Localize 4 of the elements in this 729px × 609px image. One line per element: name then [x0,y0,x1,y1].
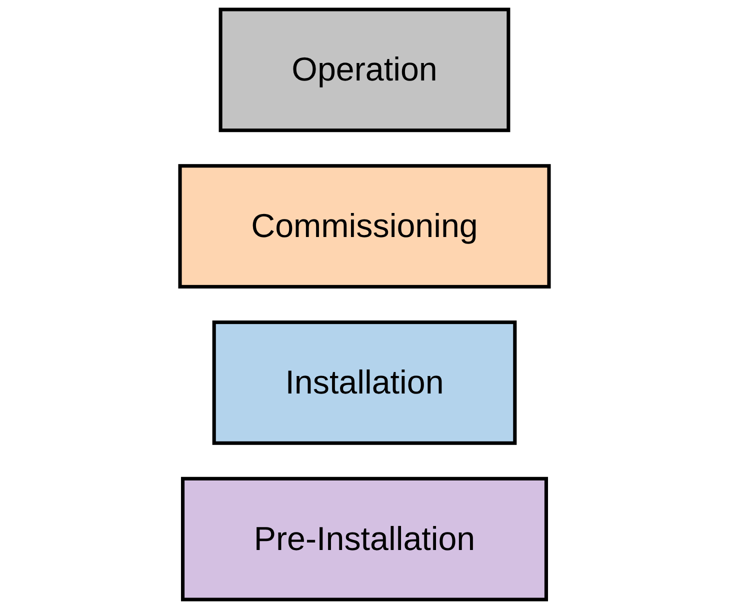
stage-box: Pre-Installation [181,476,548,602]
stage-box: Installation [212,320,517,445]
stage-box: Commissioning [178,164,551,288]
stage-box: Operation [218,8,510,132]
